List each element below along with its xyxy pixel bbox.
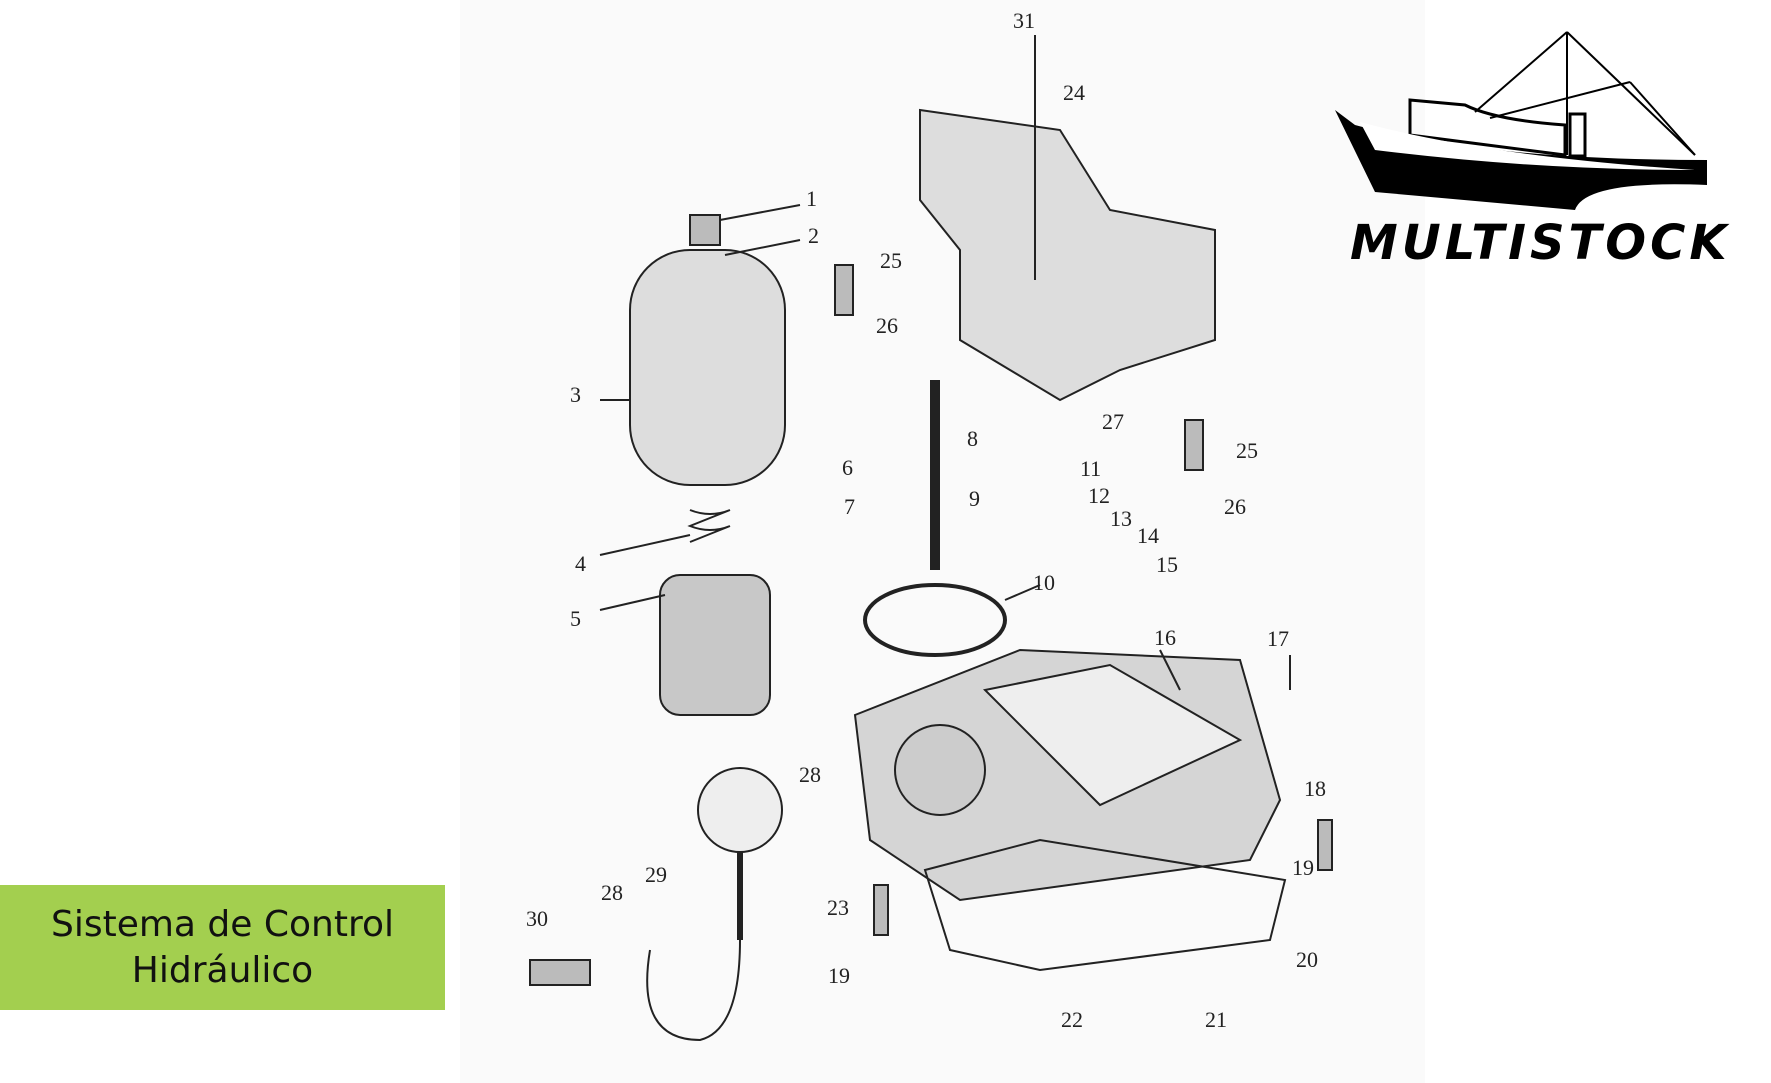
part-label: 7	[844, 494, 855, 519]
part-label: 28	[601, 880, 623, 905]
part-label: 1	[806, 186, 817, 211]
part-label: 3	[570, 382, 581, 407]
filter-housing	[629, 249, 786, 486]
part-label: 26	[1224, 494, 1246, 519]
part-label: 16	[1154, 625, 1176, 650]
part-label: 26	[876, 313, 898, 338]
fishing-boat-icon	[1335, 31, 1707, 210]
bolt	[1184, 419, 1204, 471]
part-label: 8	[967, 426, 978, 451]
part-label: 30	[526, 906, 548, 931]
part-label: 19	[1292, 855, 1314, 880]
part-label: 31	[1013, 8, 1035, 33]
part-label: 11	[1080, 456, 1101, 481]
bolt	[1317, 819, 1333, 871]
pressure-gauge	[697, 767, 783, 853]
part-label: 9	[969, 486, 980, 511]
title-line-1: Sistema de Control	[50, 903, 395, 945]
filter-element	[659, 574, 771, 716]
part-label: 17	[1267, 626, 1289, 651]
part-label: 29	[645, 862, 667, 887]
part-label: 14	[1137, 523, 1159, 548]
gasket	[923, 838, 1287, 972]
part-label: 12	[1088, 483, 1110, 508]
part-label: 18	[1304, 776, 1326, 801]
part-label: 2	[808, 223, 819, 248]
title-line-2: Hidráulico	[131, 949, 314, 991]
filter-nut	[689, 214, 721, 246]
part-label: 10	[1033, 570, 1055, 595]
part-label: 23	[827, 895, 849, 920]
part-label: 24	[1063, 80, 1085, 105]
part-label: 22	[1061, 1007, 1083, 1032]
port	[894, 724, 986, 816]
banjo-bolt	[529, 959, 591, 986]
brand-name: MULTISTOCK	[1350, 215, 1731, 271]
part-label: 15	[1156, 552, 1178, 577]
bolt	[834, 264, 854, 316]
part-label: 13	[1110, 506, 1132, 531]
part-label: 25	[880, 248, 902, 273]
part-label: 19	[828, 963, 850, 988]
part-label: 21	[1205, 1007, 1227, 1032]
part-label: 5	[570, 606, 581, 631]
part-label: 28	[799, 762, 821, 787]
valve-cover	[919, 108, 1216, 402]
gauge-hose	[646, 939, 741, 1042]
part-label: 20	[1296, 947, 1318, 972]
o-ring	[863, 583, 1007, 657]
valve-plate	[982, 663, 1243, 807]
title-banner: Sistema de Control Hidráulico	[0, 885, 445, 1010]
part-label: 27	[1102, 409, 1124, 434]
spring	[687, 509, 731, 543]
part-label: 4	[575, 551, 586, 576]
part-label: 25	[1236, 438, 1258, 463]
part-label: 6	[842, 455, 853, 480]
bolt	[873, 884, 889, 936]
